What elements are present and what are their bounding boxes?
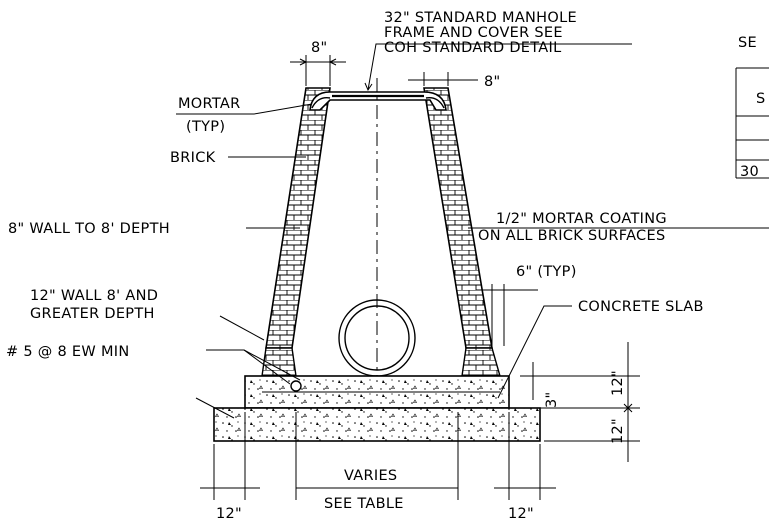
coating-label-line2: ON ALL BRICK SURFACES [478,228,665,244]
mortar-label: MORTAR [178,96,240,112]
dim-3: 3" [544,392,560,409]
varies-label: VARIES [344,468,397,484]
table-header-fragment: SE [738,35,757,51]
dimension-lines [176,43,769,500]
dim-8-top: 8" [311,40,328,56]
see-table-label: SEE TABLE [324,496,404,512]
dim-12-lower: 12" [610,418,626,444]
right-brick-wall [423,87,493,349]
dim-12-upper: 12" [610,370,626,396]
table-row1-fragment: S [756,91,766,107]
frame-and-cover [309,91,447,111]
table-row3-fragment: 30 [740,164,759,180]
brick-label: BRICK [170,150,216,166]
mortar-typ-label: (TYP) [186,119,225,135]
wall-8-label: 8" WALL TO 8' DEPTH [8,221,170,237]
six-typ-label: 6" (TYP) [516,264,577,280]
coating-label-line1: 1/2" MORTAR COATING [496,211,667,227]
pipe-opening [338,299,416,377]
frame-note-line3: COH STANDARD DETAIL [384,40,561,56]
wall-12-label-line1: 12" WALL 8' AND [30,288,158,304]
frame-note-line2: FRAME AND COVER SEE [384,25,563,41]
wall-12-label-line2: GREATER DEPTH [30,306,155,322]
concrete-slab-label: CONCRETE SLAB [578,299,704,315]
dim-8-right: 8" [484,74,501,90]
concrete-slab-lower [213,407,541,442]
frame-note-line1: 32" STANDARD MANHOLE [384,10,577,26]
wall-base-thickening [261,347,501,377]
dim-12-right: 12" [508,506,534,522]
left-brick-wall [265,87,331,349]
rebar-label: # 5 @ 8 EW MIN [6,344,129,360]
dim-12-left: 12" [216,506,242,522]
rebar-circle [290,380,302,392]
